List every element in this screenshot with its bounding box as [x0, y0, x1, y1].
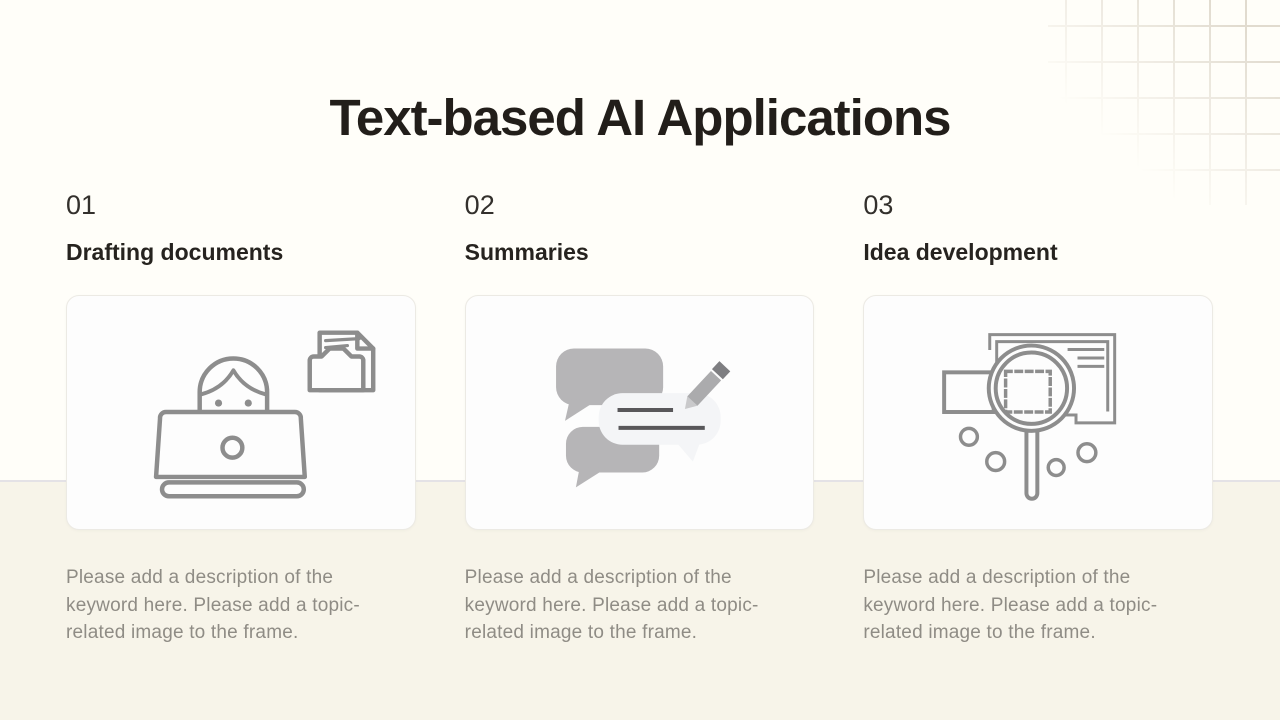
step-heading: Drafting documents: [66, 239, 284, 265]
column-drafting-documents: 01 Drafting documents: [66, 190, 416, 647]
step-description: Please add a description of the keyword …: [863, 567, 1158, 643]
step-heading: Idea development: [863, 239, 1058, 265]
step-number: 03: [863, 190, 894, 220]
person-laptop-folder-icon: [153, 330, 376, 499]
speech-bubbles-pencil-icon: [555, 348, 730, 488]
image-card: [464, 295, 815, 530]
image-card: [863, 295, 1214, 530]
column-summaries: 02 Summaries: [464, 190, 815, 647]
step-description: Please add a description of the keyword …: [66, 567, 360, 643]
step-heading: Summaries: [464, 239, 589, 265]
step-number: 02: [464, 190, 495, 220]
step-description: Please add a description of the keyword …: [464, 567, 759, 643]
column-idea-development: 03 Idea development: [863, 190, 1214, 647]
columns-container: 01 Drafting documents: [66, 190, 1214, 647]
magnifier-analysis-icon: [942, 333, 1117, 501]
slide-title: Text-based AI Applications: [329, 89, 951, 147]
image-card: [66, 295, 416, 530]
grid-pattern-decoration: [1048, 0, 1280, 205]
step-number: 01: [66, 190, 97, 220]
